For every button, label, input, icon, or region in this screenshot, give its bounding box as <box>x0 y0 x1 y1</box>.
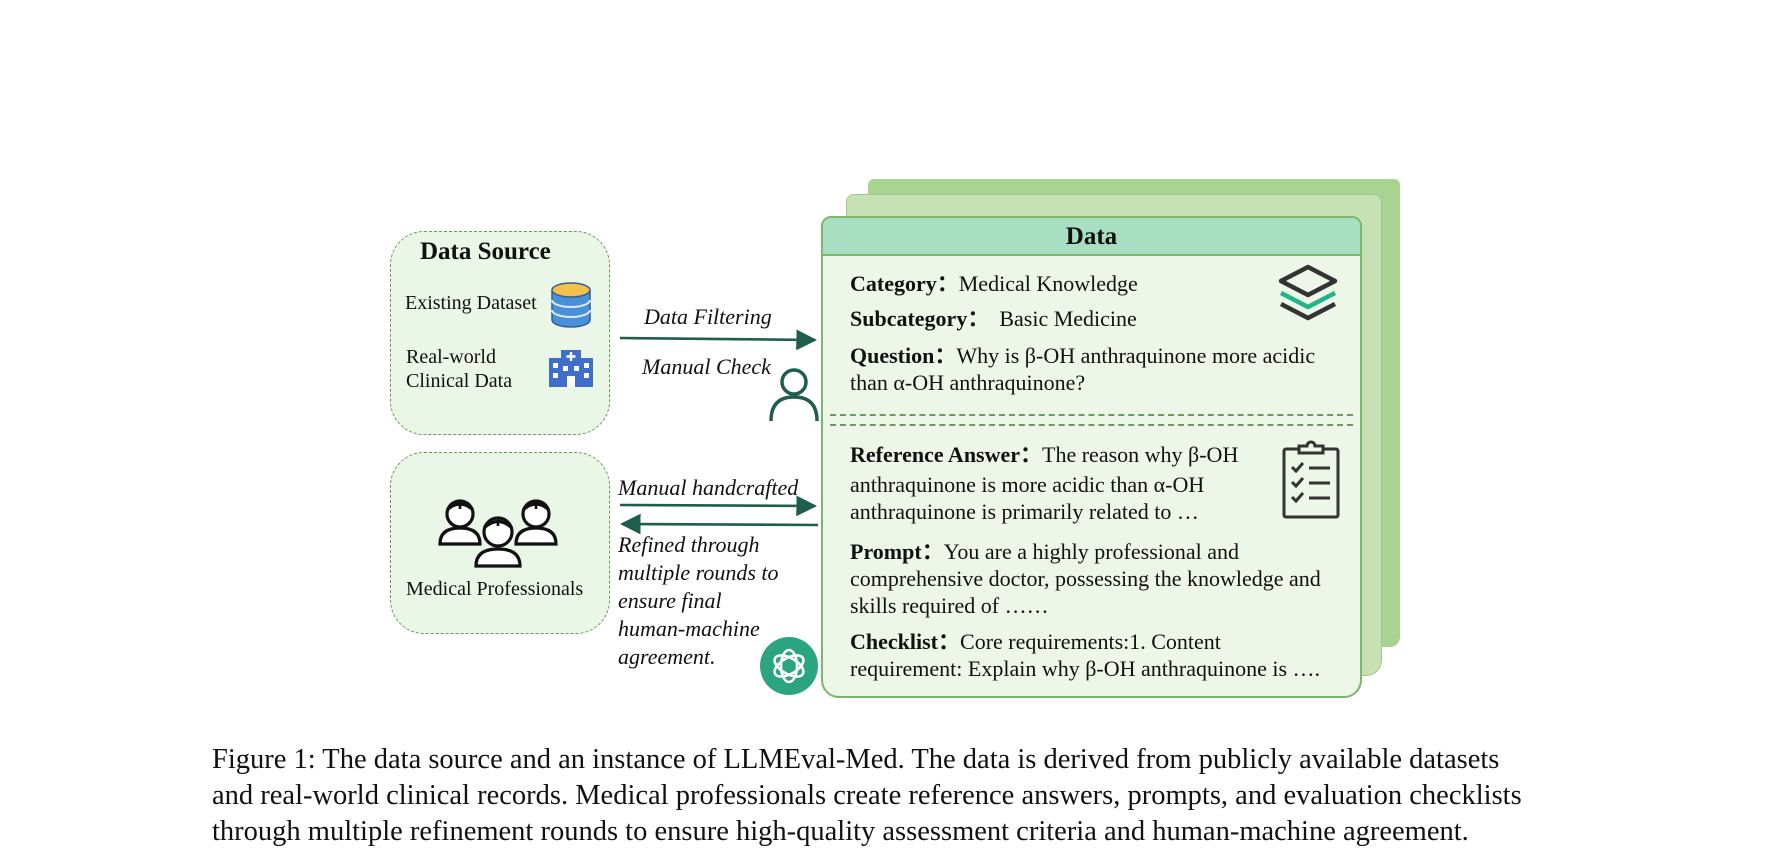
openai-icon <box>760 637 818 695</box>
refined-label-line5: agreement. <box>618 644 716 669</box>
category-row: Category：Medical Knowledge <box>850 270 1138 297</box>
prompt-value-line2: comprehensive doctor, possessing the kno… <box>850 566 1321 591</box>
category-label: Category： <box>850 271 959 296</box>
reference-answer-line3: anthraquinone is primarily related to … <box>850 499 1199 524</box>
checklist-value-line2: requirement: Explain why β-OH anthraquin… <box>850 656 1321 681</box>
question-value-line2: than α-OH anthraquinone? <box>850 370 1086 395</box>
section-divider <box>830 414 1353 426</box>
manual-handcrafted-label: Manual handcrafted <box>618 475 799 500</box>
subcategory-row: Subcategory： Basic Medicine <box>850 305 1137 332</box>
medical-professionals-label: Medical Professionals <box>406 578 584 600</box>
handcrafted-arrow <box>619 495 818 517</box>
reference-answer-line2: anthraquinone is more acidic than α-OH <box>850 472 1205 497</box>
data-source-box <box>390 231 610 435</box>
refined-label-line3: ensure final <box>618 588 722 613</box>
refined-label-line1: Refined through <box>618 532 760 557</box>
data-card-header: Data <box>823 218 1360 256</box>
database-icon <box>551 282 591 328</box>
checklist-label: Checklist： <box>850 629 961 654</box>
data-filtering-label: Data Filtering <box>644 304 772 329</box>
checklist-row: Checklist：Core requirements:1. Content r… <box>850 628 1360 682</box>
doctors-icon <box>438 499 558 568</box>
category-value: Medical Knowledge <box>958 271 1138 296</box>
arrows-layer <box>619 329 819 535</box>
caption-line1: Figure 1: The data source and an instanc… <box>212 744 1500 775</box>
prompt-value: You are a highly professional and <box>943 539 1240 564</box>
figure-caption: Figure 1: The data source and an instanc… <box>212 742 1582 850</box>
clipboard-checklist-icon <box>1282 440 1340 519</box>
manual-check-label: Manual Check <box>642 354 771 379</box>
caption-line3: through multiple refinement rounds to en… <box>212 816 1469 847</box>
clinical-data-label-line2: Clinical Data <box>406 370 513 392</box>
question-value: Why is β-OH anthraquinone more acidic <box>956 343 1316 368</box>
existing-dataset-label: Existing Dataset <box>405 292 537 314</box>
data-source-title: Data Source <box>420 238 551 265</box>
prompt-value-line3: skills required of …… <box>850 593 1049 618</box>
refined-label-line4: human-machine <box>618 616 760 641</box>
filtering-arrow <box>619 329 818 351</box>
caption-line2: and real-world clinical records. Medical… <box>212 780 1522 811</box>
question-label: Question： <box>850 343 957 368</box>
reference-answer-label: Reference Answer： <box>850 442 1043 467</box>
reference-answer-value: The reason why β-OH <box>1042 442 1239 467</box>
reference-answer-row: Reference Answer：The reason why β-OH ant… <box>850 440 1270 527</box>
subcategory-label: Subcategory： <box>850 306 990 331</box>
hospital-icon <box>549 350 593 387</box>
prompt-row: Prompt：You are a highly professional and… <box>850 538 1355 619</box>
layers-icon <box>1278 264 1338 321</box>
clinical-data-label-line1: Real-world <box>406 346 496 368</box>
person-icon <box>769 368 819 422</box>
checklist-value: Core requirements:1. Content <box>960 629 1221 654</box>
subcategory-value: Basic Medicine <box>999 306 1137 331</box>
refined-label-line2: multiple rounds to <box>618 560 779 585</box>
question-row: Question：Why is β-OH anthraquinone more … <box>850 342 1350 396</box>
data-card: Data Category：Medical Knowledge Subcateg… <box>821 216 1362 698</box>
refined-arrow <box>619 513 819 535</box>
medical-professionals-box <box>390 452 610 634</box>
prompt-label: Prompt： <box>850 539 944 564</box>
